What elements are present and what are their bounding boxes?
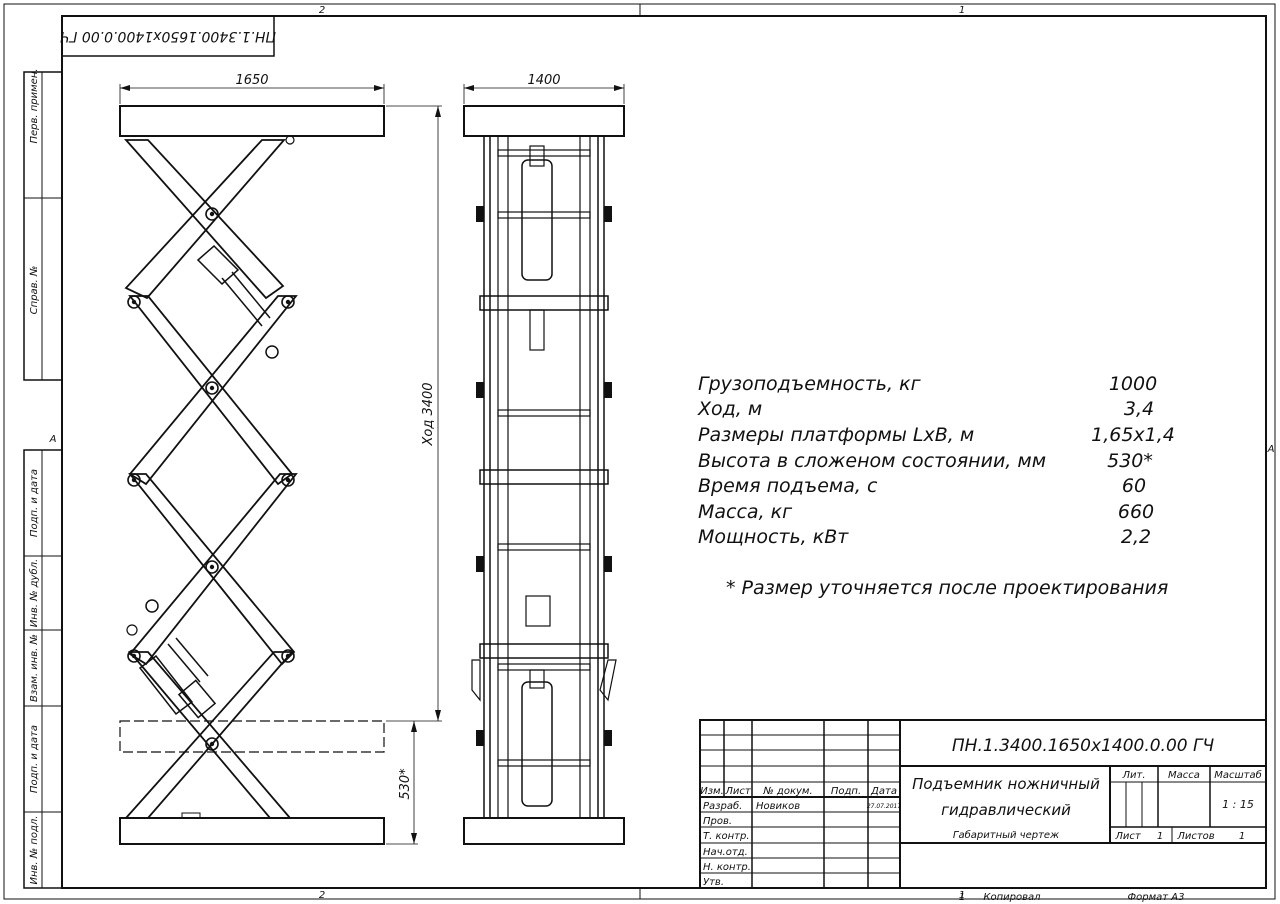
front-top-platform: [463, 105, 625, 137]
side-strip: Перв. примен. Справ. № Подп. и дата Инв.…: [23, 68, 63, 889]
tb-role-n-kontr: Н. контр.: [703, 862, 751, 873]
tb-role-t-kontr: Т. контр.: [703, 831, 750, 842]
tb-sheet-value: 1: [1157, 831, 1163, 842]
spec-label-stroke: Ход, м: [697, 398, 762, 420]
front-brackets: [471, 206, 617, 746]
tb-sheet-label: Лист: [1114, 831, 1142, 842]
tb-sheets-label: Листов: [1176, 831, 1214, 842]
tb-role-utv: Утв.: [703, 877, 724, 888]
side-strip-lower: [23, 449, 63, 889]
spec-value-folded-height: 530*: [1107, 450, 1153, 472]
hydraulic-cylinder-upper: [196, 244, 279, 359]
side-label-inv-dubl: Инв. № дубл.: [28, 559, 40, 627]
tb-header-sign: Подп.: [831, 786, 861, 797]
pivot-bolts: [127, 135, 295, 751]
side-label-sprav: Справ. №: [29, 266, 40, 315]
dim-side-width: 1650: [235, 73, 268, 88]
side-label-vzam-inv: Взам. инв. №: [29, 634, 40, 702]
tb-name-razrab: Новиков: [756, 801, 800, 812]
spec-value-lift-time: 60: [1122, 475, 1146, 497]
side-label-perv-primen: Перв. примен.: [29, 68, 40, 143]
title-block: Изм. Лист № докум. Подп. Дата Разраб. Но…: [699, 719, 1267, 903]
top-stamp: ПН.1.3400.1650х1400.0.00 ГЧ: [60, 15, 276, 57]
tb-sheets-value: 1: [1239, 831, 1245, 842]
tb-name-line1: Подъемник ножничный: [912, 775, 1100, 793]
spec-label-capacity: Грузоподъемность, кг: [698, 373, 922, 395]
tb-header-date: Дата: [870, 786, 897, 797]
tb-mass-label: Масса: [1168, 770, 1200, 781]
spec-value-mass: 660: [1118, 501, 1154, 523]
zone-label-bottom-right: 1: [959, 890, 965, 901]
zone-label-bottom-left: 2: [319, 890, 325, 901]
zone-label-top-left: 2: [319, 5, 325, 16]
tb-name-line2: гидравлический: [941, 801, 1071, 819]
tb-doc-type: Габаритный чертеж: [953, 829, 1059, 841]
tb-copied: Копировал: [983, 892, 1041, 903]
tb-format: Формат А3: [1128, 892, 1185, 903]
front-base-frame: [463, 817, 625, 845]
spec-label-platform: Размеры платформы LxB, м: [698, 424, 974, 446]
side-label-podp-data-1: Подп. и дата: [29, 469, 40, 537]
zone-label-side-left: A: [49, 434, 57, 445]
spec-value-platform: 1,65х1,4: [1091, 424, 1175, 446]
folded-platform-outline: [119, 720, 385, 753]
spec-value-stroke: 3,4: [1124, 398, 1154, 420]
spec-footnote: * Размер уточняется после проектирования: [726, 577, 1168, 599]
specifications: Грузоподъемность, кг 1000 Ход, м 3,4 Раз…: [697, 373, 1175, 599]
tb-header-izm: Изм.: [700, 786, 724, 797]
side-label-inv-podl: Инв. № подл.: [29, 816, 40, 885]
spec-value-power: 2,2: [1121, 526, 1151, 548]
tb-role-nach-otd: Нач.отд.: [703, 847, 748, 858]
dim-folded-height: 530*: [398, 768, 413, 800]
tb-scale-value: 1 : 15: [1222, 798, 1254, 811]
front-view: 1400: [463, 73, 625, 845]
drawing-frame: 2 1 2 1 A A: [3, 3, 1276, 901]
front-arm-rails: [483, 136, 605, 818]
top-platform: [119, 105, 385, 137]
tb-header-list: Лист: [724, 786, 752, 797]
side-strip-upper: [23, 71, 63, 381]
tb-designation: ПН.1.3400.1650х1400.0.00 ГЧ: [952, 736, 1215, 756]
side-view: 1650: [119, 73, 442, 845]
hydraulic-cylinder-lower: [126, 599, 217, 719]
scissor-arms: [123, 139, 298, 819]
spec-label-folded-height: Высота в сложеном состоянии, мм: [698, 450, 1046, 472]
top-stamp-designation: ПН.1.3400.1650х1400.0.00 ГЧ: [60, 28, 276, 44]
tb-scale-label: Масштаб: [1214, 769, 1262, 781]
tb-role-prov: Пров.: [703, 816, 732, 827]
spec-label-mass: Масса, кг: [698, 501, 793, 523]
zone-label-top-right: 1: [959, 5, 965, 16]
tb-date-razrab: 27.07.2017: [867, 803, 902, 810]
dim-stroke: Ход 3400: [421, 382, 436, 446]
tb-role-razrab: Разраб.: [703, 800, 742, 812]
tb-copied-num: 1: [959, 892, 965, 903]
front-cylinders: [521, 145, 553, 807]
spec-label-power: Мощность, кВт: [698, 526, 849, 548]
tb-header-doc: № докум.: [762, 786, 812, 797]
dim-front-width: 1400: [527, 73, 560, 88]
inner-border: [61, 15, 1267, 889]
spec-value-capacity: 1000: [1109, 373, 1157, 395]
tb-lit-label: Лит.: [1121, 770, 1145, 781]
side-label-podp-data-2: Подп. и дата: [29, 725, 40, 793]
spec-label-lift-time: Время подъема, с: [698, 475, 878, 497]
zone-label-side-right: A: [1267, 444, 1275, 455]
base-frame: [119, 817, 385, 845]
